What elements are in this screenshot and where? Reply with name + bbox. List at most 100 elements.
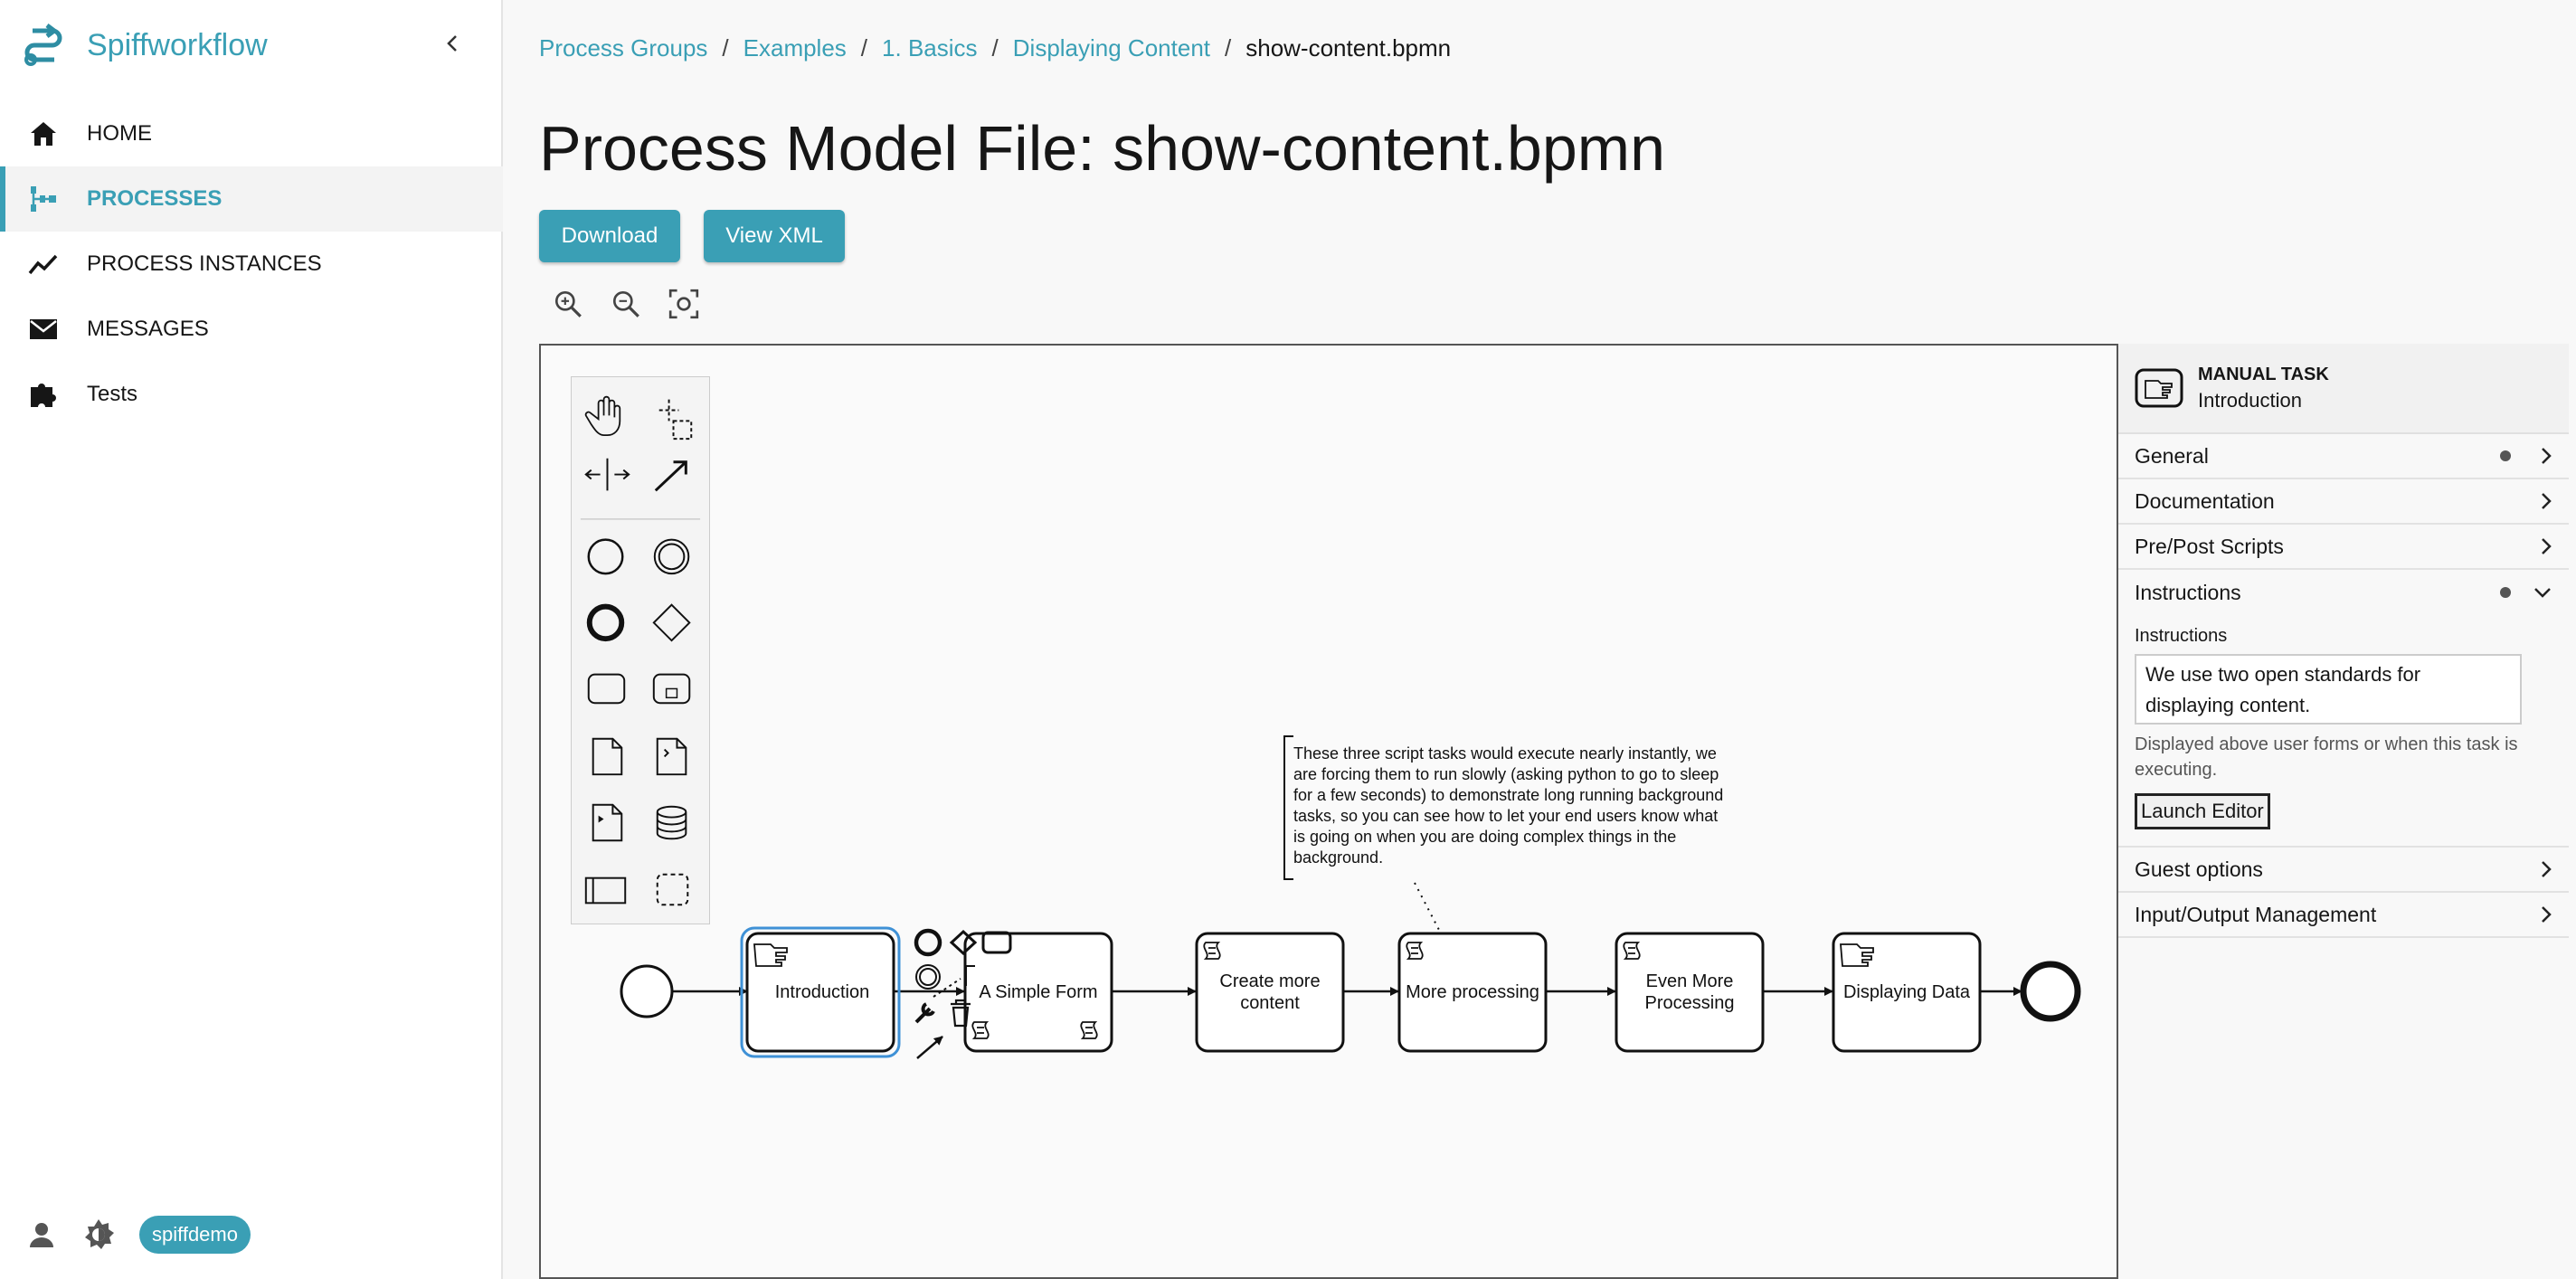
- nav-processes-label: PROCESSES: [87, 186, 223, 211]
- zoom-out-icon[interactable]: [610, 288, 642, 320]
- hand-icon: [753, 943, 788, 967]
- sidebar-footer: spiffdemo: [27, 1216, 251, 1254]
- group-general[interactable]: General: [2118, 434, 2569, 479]
- script-icon: [1406, 942, 1424, 960]
- append-intermediate-event-icon[interactable]: [919, 968, 937, 986]
- fit-view-icon[interactable]: [668, 288, 700, 320]
- task-displaying-data[interactable]: [1832, 932, 1982, 1053]
- text-annotation[interactable]: These three script tasks would execute n…: [1293, 744, 1724, 867]
- create-data-output-icon[interactable]: [598, 815, 604, 823]
- instructions-textarea[interactable]: We use two open standards for displaying…: [2135, 654, 2522, 725]
- group-documentation[interactable]: Documentation: [2118, 479, 2569, 525]
- breadcrumb: Process Groups/ Examples/ 1. Basics/ Dis…: [539, 34, 1451, 62]
- task-even-more-processing[interactable]: [1615, 932, 1765, 1053]
- create-end-event-icon[interactable]: [586, 603, 625, 642]
- group-guest-options-label: Guest options: [2135, 857, 2263, 881]
- start-event[interactable]: [620, 964, 674, 1018]
- lasso-tool-icon[interactable]: [658, 399, 693, 441]
- create-subprocess-icon[interactable]: [665, 687, 678, 699]
- task-label: Introduction: [774, 982, 870, 1002]
- nav-messages[interactable]: MESSAGES: [0, 297, 503, 362]
- annotation-association: [1414, 882, 1441, 933]
- status-dot: [2500, 587, 2511, 598]
- breadcrumb-examples[interactable]: Examples: [743, 34, 847, 62]
- bpmn-canvas[interactable]: Introduction A Simple Form Create more c…: [539, 344, 2118, 1279]
- group-instructions[interactable]: Instructions: [2118, 570, 2569, 615]
- group-guest-options[interactable]: Guest options: [2118, 848, 2569, 893]
- chevron-right-icon: [2542, 861, 2552, 877]
- breadcrumb-process-groups[interactable]: Process Groups: [539, 34, 708, 62]
- chart-line-icon: [28, 254, 58, 275]
- download-button[interactable]: Download: [539, 210, 680, 262]
- breadcrumb-current: show-content.bpmn: [1245, 34, 1452, 62]
- create-gateway-icon[interactable]: [652, 603, 691, 642]
- zoom-in-icon[interactable]: [552, 288, 584, 320]
- hand-icon: [1840, 943, 1874, 967]
- brightness-icon[interactable]: [81, 1217, 116, 1252]
- spiffworkflow-logo-icon: [24, 24, 62, 66]
- task-a-simple-form[interactable]: [963, 932, 1113, 1053]
- status-dot: [2500, 450, 2511, 461]
- global-connect-tool-icon[interactable]: [654, 460, 687, 492]
- text-annotation-icon[interactable]: [965, 965, 975, 986]
- task-label: Displaying Data: [1842, 982, 1971, 1002]
- script-icon: [971, 1021, 990, 1039]
- puzzle-icon: [31, 384, 56, 407]
- nav-tests[interactable]: Tests: [0, 362, 503, 427]
- group-general-label: General: [2135, 443, 2209, 468]
- instructions-body: Instructions We use two open standards f…: [2118, 615, 2569, 848]
- script-icon: [1623, 942, 1641, 960]
- create-data-input-icon[interactable]: [656, 737, 687, 776]
- create-data-object-icon[interactable]: [592, 737, 623, 776]
- append-end-event-icon[interactable]: [914, 928, 942, 957]
- create-intermediate-event-icon[interactable]: [658, 543, 686, 571]
- breadcrumb-displaying-content[interactable]: Displaying Content: [1012, 34, 1210, 62]
- launch-editor-button[interactable]: Launch Editor: [2135, 793, 2270, 829]
- nav-processes[interactable]: PROCESSES: [0, 166, 503, 232]
- hand-tool-icon[interactable]: [584, 395, 621, 437]
- nav-home[interactable]: HOME: [0, 101, 503, 166]
- space-tool-icon[interactable]: [584, 458, 630, 491]
- script-icon: [1203, 942, 1221, 960]
- breadcrumb-basics[interactable]: 1. Basics: [882, 34, 978, 62]
- task-label: More processing: [1406, 982, 1539, 1002]
- create-data-store-icon[interactable]: [656, 805, 687, 840]
- chevron-right-icon: [2542, 538, 2552, 554]
- task-more-processing[interactable]: [1397, 932, 1548, 1053]
- task-label: Even More Processing: [1644, 971, 1735, 1013]
- chevron-down-icon: [2534, 588, 2551, 598]
- username-badge[interactable]: spiffdemo: [139, 1216, 251, 1254]
- group-documentation-label: Documentation: [2135, 488, 2275, 513]
- sidebar: Spiffworkflow HOME PROCESSES PROCESS INS…: [0, 0, 503, 1279]
- create-task-icon[interactable]: [587, 673, 626, 705]
- selection-outline: [740, 926, 901, 1058]
- append-gateway-icon[interactable]: [949, 929, 978, 956]
- connect-arrow-icon[interactable]: [916, 1036, 943, 1059]
- group-input-output[interactable]: Input/Output Management: [2118, 893, 2569, 938]
- group-pre-post-scripts[interactable]: Pre/Post Scripts: [2118, 525, 2569, 570]
- end-event[interactable]: [2020, 961, 2081, 1022]
- breadcrumb-separator: /: [860, 34, 868, 62]
- collapse-sidebar-button[interactable]: [438, 25, 467, 62]
- wrench-icon[interactable]: [914, 1002, 935, 1024]
- view-xml-button[interactable]: View XML: [704, 210, 845, 262]
- nav-process-instances-label: PROCESS INSTANCES: [87, 251, 322, 276]
- instructions-help-text: Displayed above user forms or when this …: [2135, 734, 2518, 780]
- create-start-event-icon[interactable]: [587, 538, 624, 575]
- user-icon[interactable]: [27, 1220, 56, 1249]
- element-name: Introduction: [2198, 388, 2302, 412]
- home-icon: [31, 122, 56, 146]
- bpmn-diagram: [620, 735, 2081, 1059]
- nav-process-instances[interactable]: PROCESS INSTANCES: [0, 232, 503, 297]
- create-group-icon[interactable]: [656, 873, 689, 906]
- delete-icon[interactable]: [951, 999, 971, 1028]
- task-introduction[interactable]: [745, 932, 895, 1053]
- script-icon: [1080, 1021, 1098, 1039]
- brand[interactable]: Spiffworkflow: [20, 20, 268, 71]
- chevron-right-icon: [2542, 906, 2552, 923]
- append-task-icon[interactable]: [981, 931, 1012, 954]
- instructions-field-label: Instructions: [2135, 626, 2228, 646]
- nav-home-label: HOME: [87, 121, 152, 146]
- task-create-more-content[interactable]: [1195, 932, 1345, 1053]
- page-title: Process Model File: show-content.bpmn: [539, 113, 1665, 184]
